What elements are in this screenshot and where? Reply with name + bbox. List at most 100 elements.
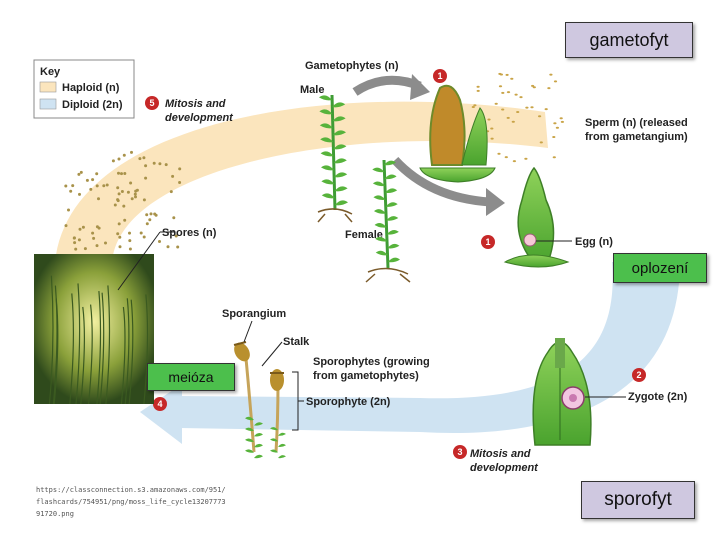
spore-dot <box>71 184 75 188</box>
photo-stalk <box>52 285 58 405</box>
mitosis-3-line1: Mitosis and <box>470 448 531 460</box>
leaf <box>319 109 333 115</box>
leaf <box>254 422 263 426</box>
step-5-badge <box>145 96 159 110</box>
sperm-dot <box>499 73 503 76</box>
spore-dot <box>64 184 68 188</box>
sperm-dot <box>547 87 551 90</box>
spores-pointer <box>117 231 161 291</box>
spore-dot <box>105 183 109 187</box>
spore-dot <box>81 225 85 229</box>
leaf <box>332 102 346 108</box>
leaf <box>385 188 398 194</box>
sperm-dot <box>553 80 558 83</box>
spore-dot <box>134 195 137 199</box>
sperm-dot <box>473 104 477 107</box>
spore-dot <box>102 184 106 188</box>
photo-stalk <box>143 294 149 405</box>
spore-dot <box>123 172 127 175</box>
leaf <box>372 181 385 187</box>
sperm-label-line2: from gametangium) <box>585 131 688 143</box>
leaf <box>319 95 332 101</box>
sperm-dot <box>497 152 501 155</box>
spore-dot <box>123 218 127 222</box>
antheridium-illustration <box>419 84 496 183</box>
spore-dot <box>89 187 93 191</box>
leaf <box>386 216 399 221</box>
leaf <box>321 193 335 199</box>
spore-dot <box>169 190 173 194</box>
sperm-dot <box>524 157 528 160</box>
spore-dot <box>85 178 89 182</box>
leaf <box>245 416 254 421</box>
meioza-callout: meióza <box>147 363 235 391</box>
leaf <box>333 144 347 150</box>
spore-dot <box>135 188 139 192</box>
leaf <box>245 438 254 442</box>
spore-dot <box>149 212 153 216</box>
sperm-dot <box>504 156 508 159</box>
sperm-dot <box>506 91 511 94</box>
sporofyt-callout: sporofyt <box>581 481 695 519</box>
step-1a-number: 1 <box>437 71 442 81</box>
leaf <box>332 116 346 122</box>
sperm-dot <box>516 111 520 113</box>
spore-dot <box>176 245 180 249</box>
sperm-dot <box>532 86 536 89</box>
spore-dot <box>97 197 100 201</box>
leaf <box>386 229 399 235</box>
leaf <box>245 449 254 453</box>
spore-dot <box>178 181 182 184</box>
sporophytes-label-line2: from gametophytes) <box>313 370 419 382</box>
arrow-to-antheridium <box>352 75 422 96</box>
spore-dot <box>95 184 99 188</box>
leaf <box>334 186 348 192</box>
spore-dot <box>122 204 126 208</box>
spore-dot <box>113 203 117 207</box>
sperm-dot <box>487 118 491 121</box>
spore-dot <box>142 235 146 239</box>
mitosis-5-line1: Mitosis and <box>165 98 226 110</box>
spore-dot <box>142 198 146 202</box>
spore-dot <box>145 213 149 217</box>
zygote-label: Zygote (2n) <box>628 391 688 403</box>
leaf <box>270 438 278 442</box>
step-3-number: 3 <box>457 447 462 457</box>
spore-dot <box>92 236 96 240</box>
archegonium-illustration <box>503 166 570 268</box>
sperm-dot <box>498 85 503 88</box>
photo-stalk <box>124 298 130 405</box>
sperm-dot <box>511 120 515 123</box>
spore-dot <box>148 218 152 222</box>
photo-stalk <box>48 275 54 405</box>
stalk-label: Stalk <box>283 336 310 348</box>
leaf <box>373 195 386 200</box>
spore-dot <box>67 208 70 212</box>
sperm-dot <box>559 117 563 120</box>
spore-dot <box>117 222 121 226</box>
leaf <box>375 236 388 242</box>
sperm-dot <box>471 106 475 108</box>
sperm-dot <box>476 89 480 92</box>
key-panel: Key Haploid (n) Diploid (2n) <box>33 59 135 119</box>
male-gametophyte <box>317 94 353 223</box>
leaf <box>385 202 398 207</box>
arrow-head-archegonium <box>486 188 505 216</box>
spore-dot <box>77 238 81 242</box>
spore-dot <box>171 174 175 178</box>
spore-dot <box>116 198 120 202</box>
sperm-dot <box>512 160 517 163</box>
zygote-illustration <box>532 338 592 446</box>
spore-dot <box>126 190 130 194</box>
leaf <box>254 454 263 459</box>
spore-dot <box>133 192 137 196</box>
spore-dot <box>142 156 146 160</box>
haploid-swatch <box>39 81 57 93</box>
sperm-dot <box>538 115 542 118</box>
sporofyt-text: sporofyt <box>604 489 672 510</box>
leaf <box>319 123 333 129</box>
leaf <box>278 455 286 459</box>
sporophyte-illustration <box>233 341 286 459</box>
egg-label: Egg (n) <box>575 236 613 248</box>
